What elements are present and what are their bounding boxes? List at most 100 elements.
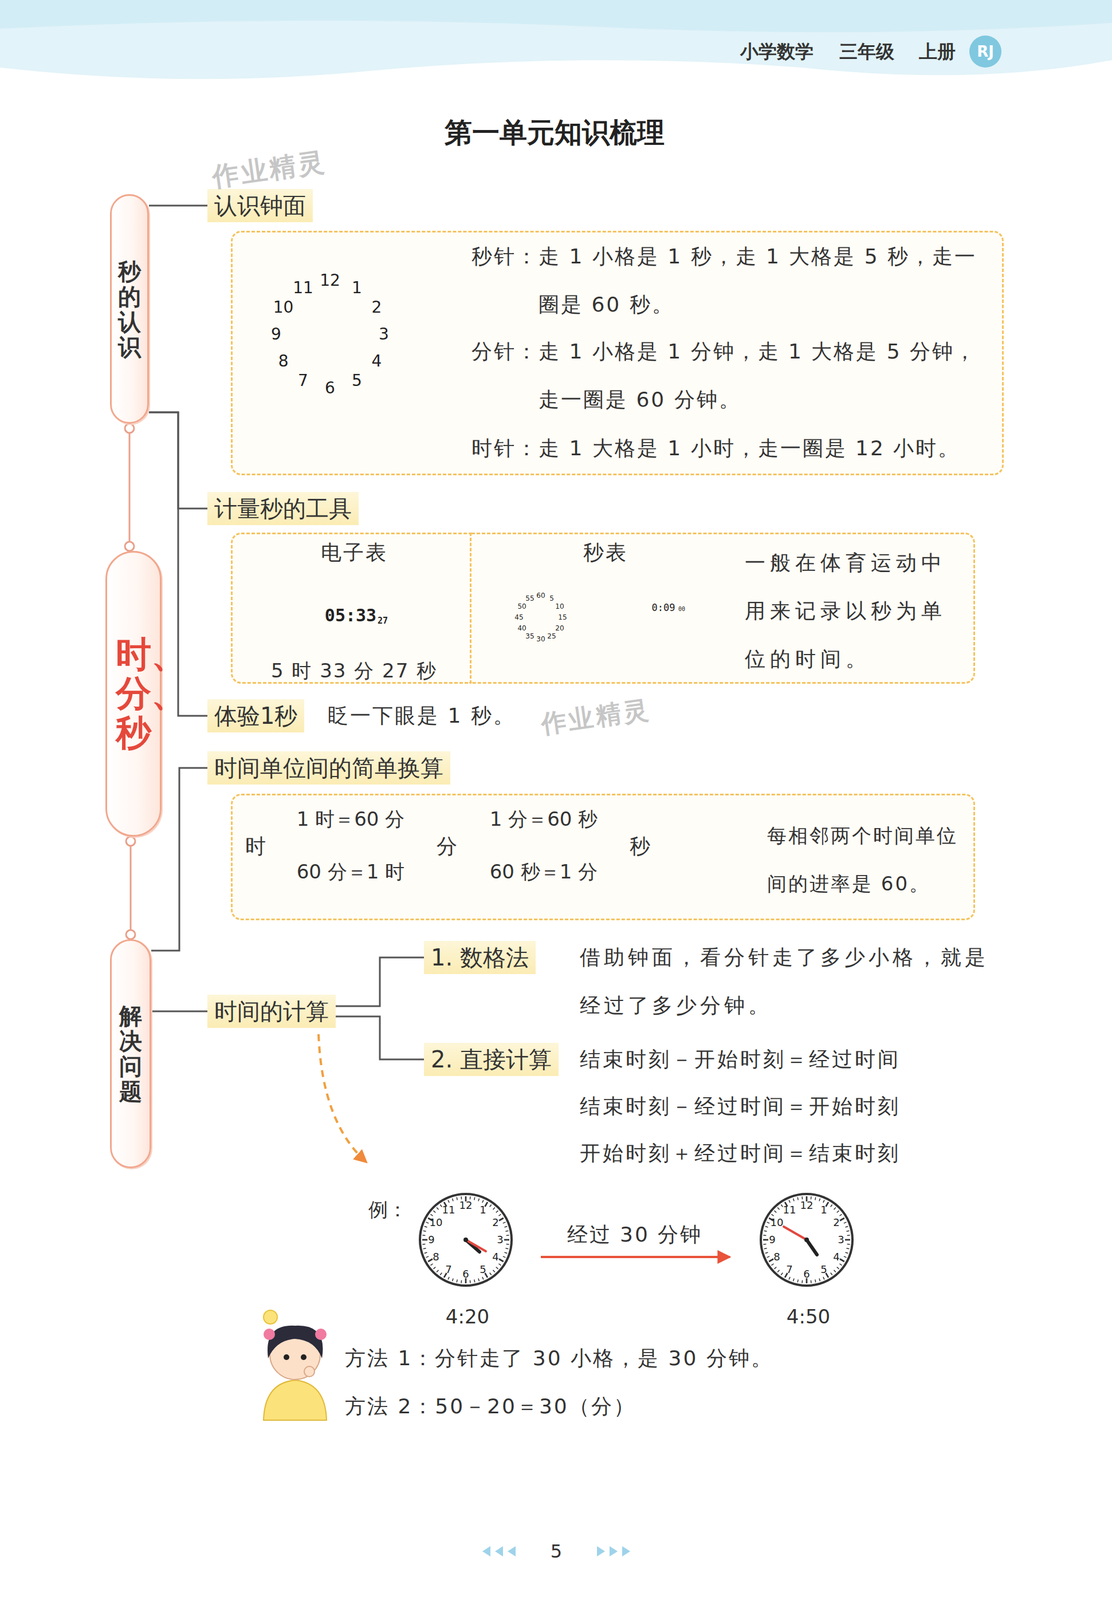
tick: [504, 1252, 508, 1255]
tick: [763, 1235, 766, 1237]
dial-number: 4: [371, 351, 382, 372]
dial-number: 2: [492, 1216, 499, 1230]
dial-number: 2: [371, 297, 382, 318]
dial-number: 6: [324, 378, 336, 399]
tick: [846, 1248, 850, 1250]
topic-heading: 计量秒的工具: [207, 492, 359, 526]
tick: [797, 1197, 799, 1201]
dial-number: 12: [319, 270, 341, 291]
node-text: 一般在体育运动中用来记录以秒为单位的时间。: [744, 539, 963, 684]
node-text: 认识钟面: [214, 190, 306, 221]
tick: [845, 1227, 849, 1229]
tick: [793, 1199, 795, 1202]
tick: [460, 1196, 462, 1200]
node-text: 解决问题: [119, 1003, 143, 1105]
dial-number: 3: [378, 324, 389, 345]
tick: [498, 1264, 501, 1267]
dial-number: 20: [555, 624, 564, 633]
label-text: 4:20: [445, 1305, 490, 1330]
dial-number: 9: [270, 324, 282, 345]
tick: [845, 1252, 849, 1255]
tick: [834, 1270, 836, 1273]
tick: [426, 1222, 430, 1224]
label-text: 时: [245, 834, 266, 859]
tick: [424, 1252, 428, 1255]
dial-number: 10: [555, 602, 564, 611]
topic-heading: 体验1秒: [207, 699, 305, 733]
tick: [830, 1272, 833, 1276]
tick: [424, 1227, 428, 1229]
tick: [845, 1239, 851, 1242]
tick: [823, 1277, 825, 1281]
label-text: 三年级: [839, 40, 895, 63]
node-text: 分针：走 1 小格是 1 分钟，走 1 大格是 5 分钟，走一圈是 60 分钟。: [471, 327, 996, 424]
dial-number: 30: [536, 635, 545, 644]
node-text: 时间单位间的简单换算: [214, 753, 444, 784]
tick: [780, 1205, 783, 1208]
tick: [771, 1264, 774, 1267]
dial-number: 45: [514, 613, 524, 622]
tick: [433, 1267, 436, 1270]
label-text: 秒: [629, 834, 651, 859]
dial-number: 8: [278, 351, 289, 372]
tick: [478, 1279, 480, 1283]
dial-number: 10: [770, 1216, 784, 1230]
dial-number: 4: [492, 1251, 499, 1264]
dial-number: 3: [496, 1234, 504, 1247]
clock-small: [760, 1194, 853, 1287]
tick: [496, 1211, 499, 1213]
tick: [774, 1211, 777, 1213]
tick: [506, 1235, 510, 1237]
tree-branch: [151, 1011, 208, 1013]
tick: [498, 1259, 504, 1263]
label-text: 经过 30 分钟: [567, 1222, 703, 1248]
dial-number: 5: [351, 371, 363, 392]
tick: [430, 1264, 434, 1267]
tick: [427, 1259, 433, 1263]
tick: [847, 1235, 851, 1237]
tick: [474, 1197, 475, 1201]
watermark: 作业精灵: [539, 694, 652, 740]
dial-number: 5: [549, 594, 554, 603]
tick: [797, 1279, 799, 1283]
content-panel: 秒针：走 1 小格是 1 秒，走 1 大格是 5 秒，走一圈是 60 秒。分针：…: [230, 230, 1004, 476]
tick: [452, 1199, 454, 1202]
dial-number: 7: [445, 1263, 452, 1277]
dial-number: 40: [517, 624, 526, 633]
dial-number: 5: [479, 1263, 486, 1277]
page-mark: [596, 1546, 631, 1558]
dial-number: 9: [427, 1234, 435, 1247]
tick: [493, 1208, 495, 1211]
label-text: 5: [550, 1541, 563, 1563]
dial-number: 11: [783, 1204, 797, 1217]
link-dot: [126, 837, 136, 847]
node-text: 计量秒的工具: [214, 493, 352, 524]
dial-number: 50: [517, 602, 526, 611]
tick: [478, 1199, 480, 1202]
tick: [847, 1244, 851, 1246]
header-band-top: [0, 0, 1112, 33]
tree-branch: [335, 1016, 424, 1060]
dial-number: 35: [525, 632, 534, 641]
tick: [422, 1244, 426, 1246]
tick: [489, 1272, 492, 1276]
tick: [422, 1235, 426, 1237]
node-text: 体验1秒: [214, 701, 298, 732]
tree-branch: [335, 957, 424, 1007]
dial-number: 12: [459, 1199, 473, 1213]
topic-heading: 2. 直接计算: [423, 1043, 559, 1077]
tick: [498, 1214, 501, 1217]
tick: [504, 1227, 508, 1229]
label-text: 借助钟面，看分针走了多少小格，就是经过了多少分钟。: [579, 933, 998, 1031]
label-text: 例：: [368, 1198, 408, 1222]
clock-small: [419, 1194, 512, 1287]
pill-link: [128, 423, 131, 552]
elapse-arrow: [540, 1256, 730, 1259]
topic-heading: 1. 数格法: [423, 941, 536, 975]
label-text: 05:33: [324, 605, 377, 627]
tick: [819, 1199, 821, 1202]
content-panel: 秒表一般在体育运动中用来记录以秒为单位的时间。: [471, 532, 976, 685]
node-text: 5 时 33 分 27 秒: [270, 658, 438, 685]
tick: [815, 1279, 816, 1283]
